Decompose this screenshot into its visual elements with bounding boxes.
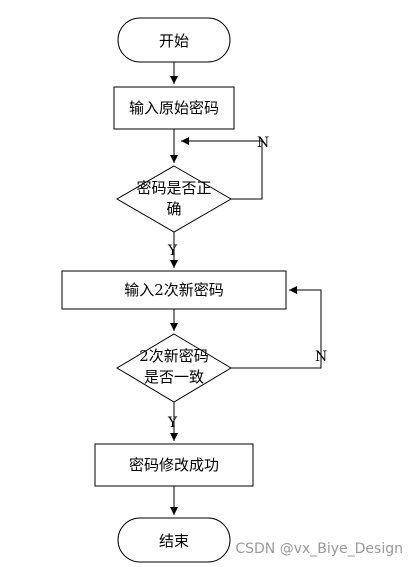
input-old-password-shape xyxy=(113,86,235,130)
end-label: 结束 xyxy=(159,532,189,550)
end-node: 结束 xyxy=(117,517,231,563)
check-password-correct-label-line2: 确 xyxy=(166,200,181,218)
check-new-passwords-match-node: 2次新密码 是否一致 xyxy=(116,333,232,403)
input-old-password-label: 输入原始密码 xyxy=(129,99,219,117)
password-change-success-shape xyxy=(94,443,254,487)
input-new-password-shape xyxy=(61,270,287,310)
input-new-password-node: 输入2次新密码 xyxy=(61,270,287,310)
check-new-passwords-match-label-line2: 是否一致 xyxy=(144,368,204,386)
input-old-password-node: 输入原始密码 xyxy=(113,86,235,130)
csdn-watermark: CSDN @vx_Biye_Design xyxy=(235,541,403,557)
start-label: 开始 xyxy=(159,32,189,50)
first-yes-label: Y xyxy=(167,243,178,259)
second-yes-label: Y xyxy=(167,415,178,431)
password-change-success-label: 密码修改成功 xyxy=(129,456,219,474)
end-shape xyxy=(117,517,231,563)
start-node: 开始 xyxy=(117,17,231,63)
second-no-label: N xyxy=(315,349,327,365)
edge-check-same-no-loop xyxy=(231,286,322,369)
password-change-success-node: 密码修改成功 xyxy=(94,443,254,487)
edge-check-correct-no-loop xyxy=(181,137,263,200)
first-no-label: N xyxy=(257,135,269,151)
check-password-correct-node: 密码是否正 确 xyxy=(116,165,232,233)
check-password-correct-shape xyxy=(116,165,232,233)
input-new-password-label: 输入2次新密码 xyxy=(124,281,224,299)
check-password-correct-label-line1: 密码是否正 xyxy=(136,179,211,197)
check-new-passwords-match-label-line1: 2次新密码 xyxy=(139,347,209,365)
